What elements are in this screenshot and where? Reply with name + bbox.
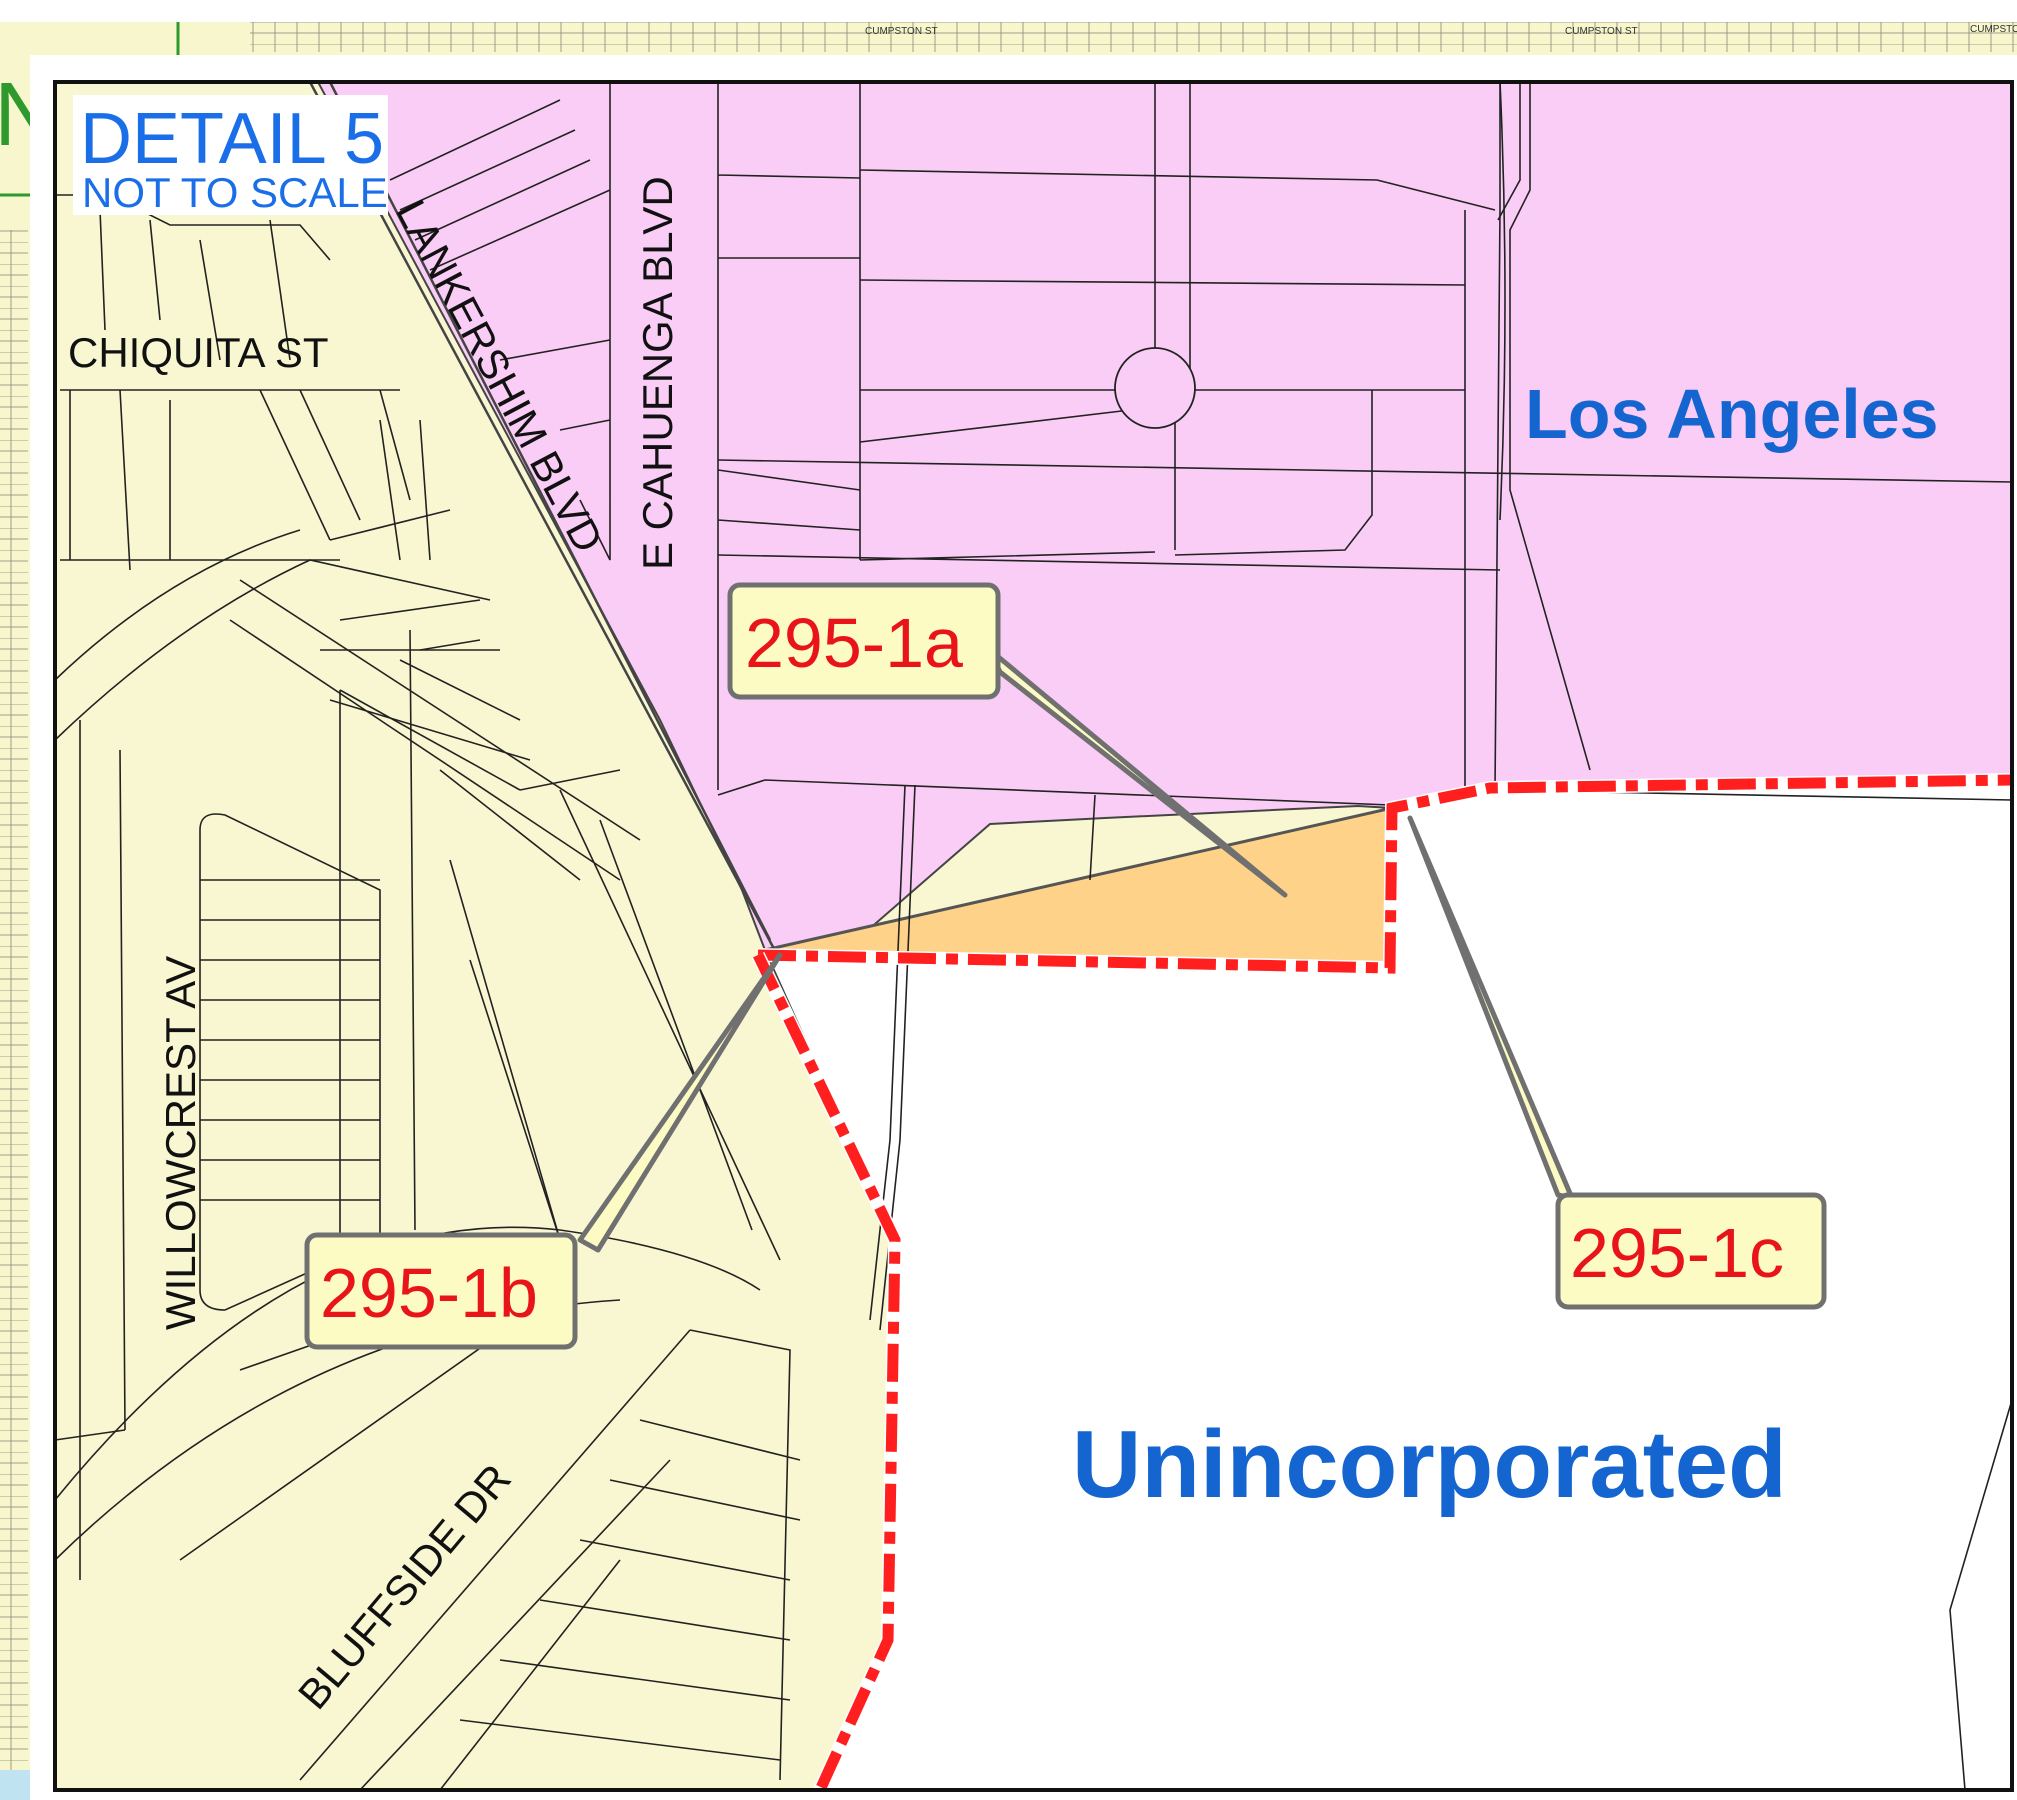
top-strip-label: CUMPSTON ST: [1565, 26, 1638, 37]
top-strip-label: CUMPSTON ST: [1970, 24, 2017, 35]
detail-title: DETAIL 5: [80, 99, 384, 179]
detail-subtitle: NOT TO SCALE: [82, 169, 388, 216]
callout-label: 295-1a: [745, 604, 963, 682]
callout-295-1c[interactable]: 295-1c: [1555, 1192, 1827, 1310]
top-strip-label: CUMPSTON ST: [865, 26, 938, 37]
region-label-unincorporated: Unincorporated: [1072, 1411, 1787, 1518]
street-label-willowcrest: WILLOWCREST AV: [157, 956, 204, 1330]
callout-leaders: [577, 647, 1575, 1253]
region-label-los-angeles: Los Angeles: [1525, 375, 1939, 453]
detail-title-box: [73, 95, 388, 215]
callout-label: 295-1c: [1570, 1214, 1784, 1292]
cul-de-sac: [1114, 347, 1196, 429]
callout-label: 295-1b: [320, 1254, 538, 1332]
detail-map: CHIQUITA ST LANKERSHIM BLVD E CAHUENGA B…: [55, 82, 2012, 1790]
callout-295-1b[interactable]: 295-1b: [304, 1232, 578, 1350]
lankershim-road-lines: [308, 82, 782, 961]
street-label-cahuenga: E CAHUENGA BLVD: [634, 176, 681, 570]
west-parcel-lines: [55, 194, 801, 1790]
city-boundary: [751, 773, 2012, 1790]
detail-frame-border: [53, 80, 2014, 1792]
street-label-chiquita: CHIQUITA ST: [68, 329, 329, 376]
callout-295-1a[interactable]: 295-1a: [727, 582, 1001, 700]
